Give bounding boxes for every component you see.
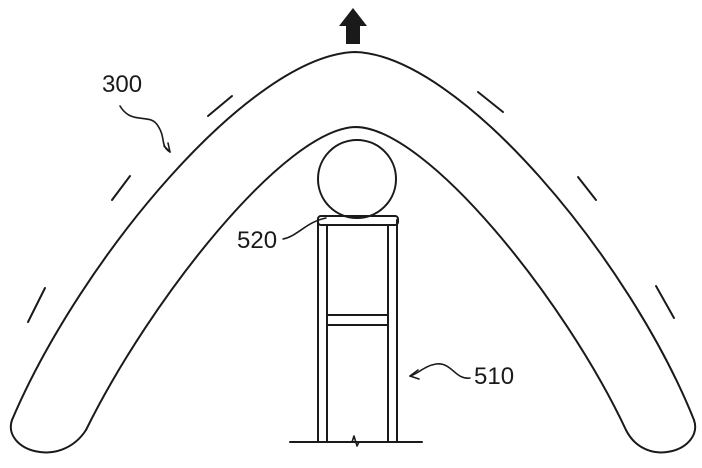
label-300: 300 [102,71,142,98]
motion-dashes [27,91,675,323]
leader-line-510 [409,363,471,379]
label-510: 510 [474,363,514,390]
motion-dash [27,287,46,323]
arch-right-end-cap [625,419,697,454]
stand-frame [289,215,423,447]
arrow-up-icon [339,8,367,44]
leader-arrow-300 [163,142,171,153]
arch-outer-edge [11,51,695,421]
motion-dash [111,175,131,201]
motion-dash [477,91,504,113]
motion-dash [577,176,597,201]
motion-dash [655,285,675,319]
arch-inner-edge [85,126,627,431]
arch-band [9,51,697,454]
leader-line-520 [282,217,327,240]
break-mark [351,435,360,447]
arch-left-end-cap [9,419,87,454]
leader-arrow-510 [409,369,420,380]
roller-circle [317,139,397,219]
motion-dash [207,95,233,117]
label-520: 520 [237,227,277,254]
leader-line-300 [119,105,171,153]
